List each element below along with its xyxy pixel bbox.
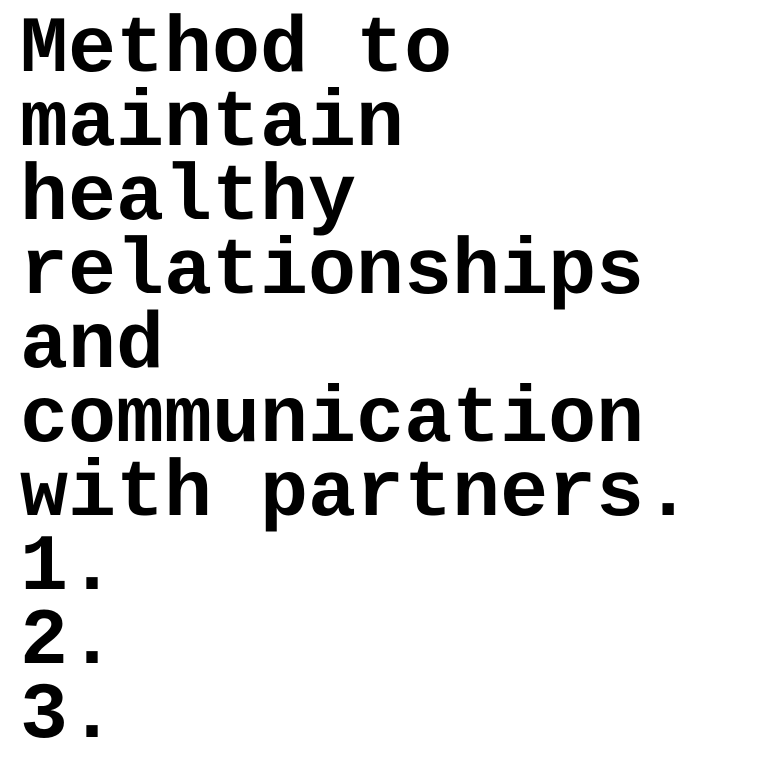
list-item: 2.: [20, 597, 117, 688]
document-heading: Method to maintain healthy relationships…: [20, 5, 750, 540]
document-body: Method to maintain healthy relationships…: [20, 5, 750, 762]
heading-line: and: [20, 301, 165, 392]
heading-line: healthy: [20, 153, 357, 244]
heading-line: communication: [20, 375, 645, 466]
heading-line: with partners.: [20, 449, 693, 540]
heading-line: relationships: [20, 227, 645, 318]
heading-line: maintain: [20, 79, 405, 170]
numbered-list: 1. 2. 3.: [20, 523, 750, 762]
list-item: 1.: [20, 523, 117, 614]
list-item: 3.: [20, 671, 117, 762]
heading-line: Method to: [20, 5, 453, 96]
